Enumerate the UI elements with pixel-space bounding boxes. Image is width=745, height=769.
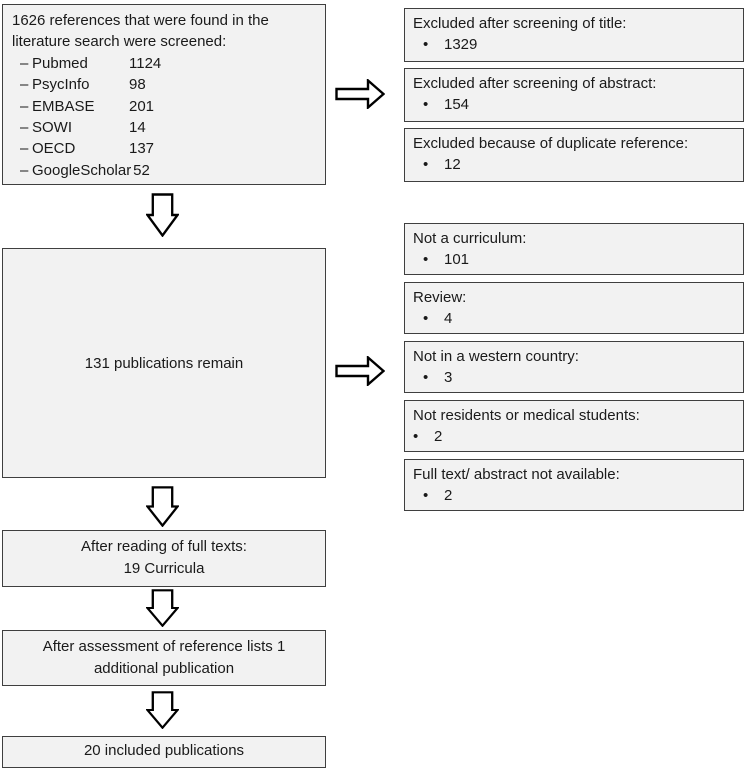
source-count: 1124 bbox=[129, 54, 162, 72]
arrow-right-icon bbox=[335, 356, 385, 386]
bullet-icon: • bbox=[413, 428, 419, 445]
source-name: Pubmed bbox=[32, 54, 88, 72]
full-texts-line1: After reading of full texts: bbox=[81, 538, 247, 555]
exclusion-box-no-fulltext: Full text/ abstract not available: • 2 bbox=[404, 459, 744, 511]
bullet-icon: • bbox=[423, 96, 429, 113]
exclusion-box-not-curriculum: Not a curriculum: • 101 bbox=[404, 223, 744, 275]
exclusion-count: 101 bbox=[444, 251, 470, 268]
exclusion-label: Excluded after screening of abstract: bbox=[413, 75, 657, 92]
source-name: OECD bbox=[32, 140, 76, 158]
search-results-box: 1626 references that were found in the l… bbox=[2, 4, 326, 185]
bullet-icon: • bbox=[423, 487, 429, 504]
exclusion-count: 12 bbox=[444, 156, 461, 173]
exclusion-count-row: • 1329 bbox=[413, 34, 735, 55]
arrow-right-icon bbox=[335, 79, 385, 109]
source-count: 52 bbox=[129, 161, 150, 179]
exclusion-count-row: • 101 bbox=[413, 249, 735, 270]
exclusion-box-not-residents: Not residents or medical students: • 2 bbox=[404, 400, 744, 452]
dash-icon: – bbox=[20, 119, 29, 137]
source-row-googlescholar: – GoogleScholar 52 bbox=[12, 160, 316, 181]
source-name: PsycInfo bbox=[32, 76, 90, 94]
dash-icon: – bbox=[20, 161, 29, 179]
source-row-psycinfo: – PsycInfo 98 bbox=[12, 74, 316, 95]
full-texts-box: After reading of full texts: 19 Curricul… bbox=[2, 530, 326, 587]
full-texts-line2: 19 Curricula bbox=[123, 560, 205, 577]
exclusion-box-abstract-screening: Excluded after screening of abstract: • … bbox=[404, 68, 744, 122]
reference-lists-text: After assessment of reference lists 1 ad… bbox=[42, 638, 286, 677]
included-publications-box: 20 included publications bbox=[2, 736, 326, 768]
dash-icon: – bbox=[20, 97, 29, 115]
exclusion-label: Excluded after screening of title: bbox=[413, 15, 627, 32]
included-publications-text: 20 included publications bbox=[83, 742, 245, 759]
exclusion-count-row: • 12 bbox=[413, 154, 735, 175]
search-box-intro: 1626 references that were found in the l… bbox=[12, 12, 269, 51]
arrow-down-icon bbox=[146, 589, 179, 627]
exclusion-box-duplicate: Excluded because of duplicate reference:… bbox=[404, 128, 744, 182]
exclusion-count-row: • 2 bbox=[413, 485, 735, 506]
bullet-icon: • bbox=[423, 251, 429, 268]
exclusion-label: Not in a western country: bbox=[413, 348, 579, 365]
exclusion-label: Excluded because of duplicate reference: bbox=[413, 135, 689, 152]
arrow-down-icon bbox=[146, 193, 179, 237]
source-count: 14 bbox=[129, 119, 146, 137]
source-row-pubmed: – Pubmed 1124 bbox=[12, 53, 316, 74]
exclusion-count: 3 bbox=[444, 369, 453, 386]
exclusion-label: Review: bbox=[413, 289, 467, 306]
exclusion-count: 2 bbox=[444, 487, 453, 504]
exclusion-box-title-screening: Excluded after screening of title: • 132… bbox=[404, 8, 744, 62]
arrow-down-icon bbox=[146, 691, 179, 729]
source-count: 201 bbox=[129, 97, 155, 115]
bullet-icon: • bbox=[423, 369, 429, 386]
exclusion-count: 1329 bbox=[444, 36, 478, 53]
exclusion-box-not-western: Not in a western country: • 3 bbox=[404, 341, 744, 393]
source-name: SOWI bbox=[32, 119, 72, 137]
exclusion-count-row: • 154 bbox=[413, 94, 735, 115]
bullet-icon: • bbox=[423, 36, 429, 53]
source-row-oecd: – OECD 137 bbox=[12, 138, 316, 159]
source-count: 98 bbox=[129, 76, 146, 94]
dash-icon: – bbox=[20, 140, 29, 158]
exclusion-label: Not a curriculum: bbox=[413, 230, 527, 247]
bullet-icon: • bbox=[423, 310, 429, 327]
exclusion-label: Not residents or medical students: bbox=[413, 407, 640, 424]
source-count: 137 bbox=[129, 140, 155, 158]
source-name: GoogleScholar bbox=[32, 161, 132, 179]
exclusion-count: 2 bbox=[434, 428, 443, 445]
arrow-down-icon bbox=[146, 486, 179, 527]
exclusion-count: 154 bbox=[444, 96, 470, 113]
exclusion-count: 4 bbox=[444, 310, 453, 327]
dash-icon: – bbox=[20, 76, 29, 94]
source-name: EMBASE bbox=[32, 97, 95, 115]
dash-icon: – bbox=[20, 54, 29, 72]
exclusion-box-review: Review: • 4 bbox=[404, 282, 744, 334]
exclusion-count-row: • 4 bbox=[413, 308, 735, 329]
source-row-sowi: – SOWI 14 bbox=[12, 117, 316, 138]
bullet-icon: • bbox=[423, 156, 429, 173]
source-row-embase: – EMBASE 201 bbox=[12, 96, 316, 117]
exclusion-count-row: • 2 bbox=[413, 426, 735, 447]
exclusion-count-row: • 3 bbox=[413, 367, 735, 388]
publications-remain-box: 131 publications remain bbox=[2, 248, 326, 478]
publications-remain-text: 131 publications remain bbox=[84, 354, 244, 372]
exclusion-label: Full text/ abstract not available: bbox=[413, 466, 620, 483]
reference-lists-box: After assessment of reference lists 1 ad… bbox=[2, 630, 326, 686]
